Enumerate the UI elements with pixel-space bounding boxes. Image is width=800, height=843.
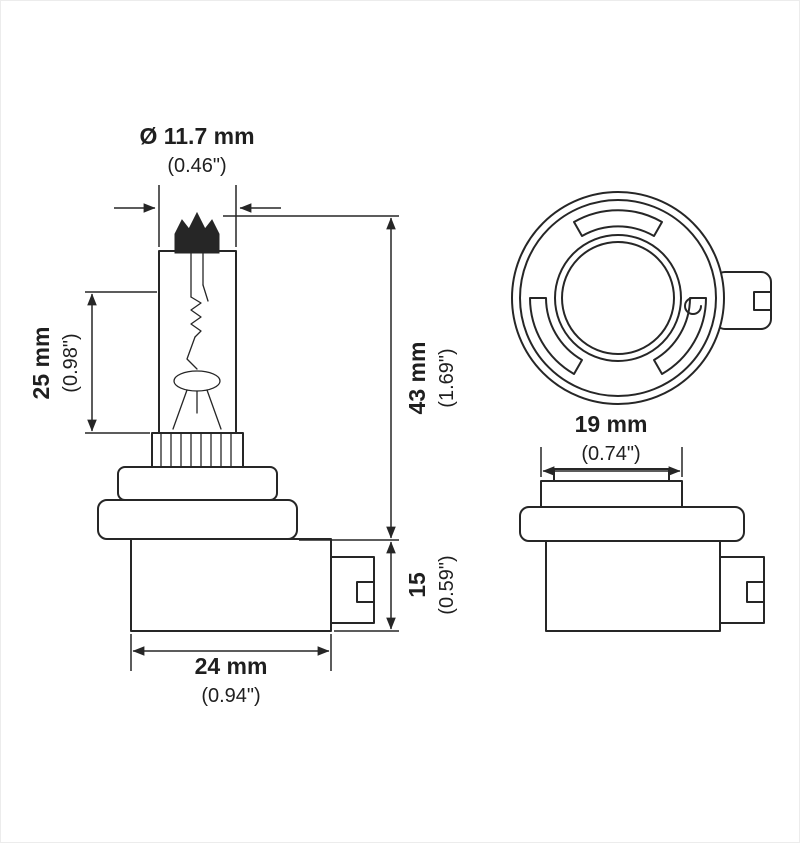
socket-outer-ring [511,191,725,405]
dim-base-height-imperial: (0.59") [436,555,458,614]
filament-coil [190,296,202,338]
filament-assembly [172,252,222,430]
bulb-tip [174,211,220,254]
dim-overall-imperial: (1.69") [436,348,458,407]
base-side-view [519,468,765,632]
collar-side [540,480,683,508]
socket-inner-ring [519,199,717,397]
dim-light-center-metric: 25 mm [28,327,54,400]
dim-base-height-metric: 15 [404,572,430,598]
connector-notch [356,581,375,603]
filament-shield [173,370,221,392]
dim-diameter: Ø 11.7 mm (0.46") [114,123,281,247]
bulb-front-view [511,191,772,405]
keying-hook [684,297,702,315]
connector-tab-side [719,556,765,624]
connector-notch-front [753,291,771,311]
dim-light-center-imperial: (0.98") [60,333,82,392]
dim-base-width-metric: 24 mm [195,653,268,679]
dim-diameter-metric: Ø 11.7 mm [139,123,254,149]
bore-inner [561,241,675,355]
dim-base-width: 24 mm (0.94") [130,634,332,707]
ribbed-collar [151,432,244,468]
bore-outer [554,234,682,362]
dim-collar-imperial: (0.74") [581,443,640,465]
base-flange [97,499,298,540]
dim-base-width-imperial: (0.94") [201,685,260,707]
dim-overall-metric: 43 mm [404,342,430,415]
collar-ribs [160,432,232,468]
dim-collar-width: 19 mm (0.74") [540,411,683,477]
base-body-side [545,540,721,632]
dim-collar-metric: 19 mm [575,411,648,437]
dim-light-center: 25 mm (0.98") [28,291,157,434]
base-body [130,538,332,632]
keying-slots [529,209,707,375]
dim-overall-length: 43 mm (1.69") [223,215,458,541]
dim-diameter-imperial: (0.46") [167,155,226,177]
dim-base-height: 15 (0.59") [334,541,458,632]
connector-tab [330,556,375,624]
bulb-side-view [97,211,375,632]
connector-notch-side [746,581,765,603]
base-flange-side [519,506,745,542]
upper-flange [117,466,278,501]
